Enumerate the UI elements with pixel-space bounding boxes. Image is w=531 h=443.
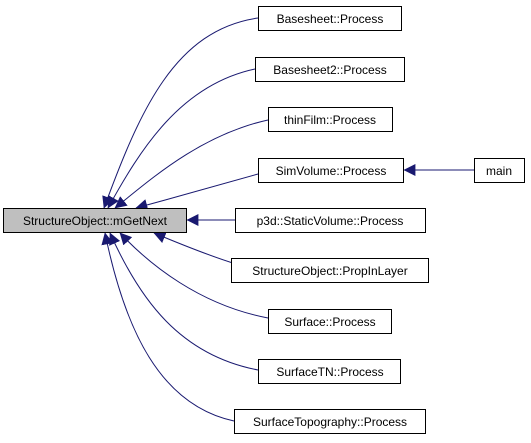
edge-surfacetopography-to-root — [101, 232, 235, 422]
node-main-label: main — [486, 164, 512, 178]
node-surfacetn[interactable]: SurfaceTN::Process — [258, 359, 401, 384]
node-surfacetopography[interactable]: SurfaceTopography::Process — [234, 409, 426, 434]
node-group: StructureObject::mGetNext Basesheet::Pro… — [3, 6, 525, 434]
node-main[interactable]: main — [474, 158, 525, 183]
node-thinfilm-label: thinFilm::Process — [284, 113, 376, 127]
node-basesheet-label: Basesheet::Process — [277, 12, 384, 26]
node-surfacetopography-label: SurfaceTopography::Process — [253, 415, 407, 429]
node-thinfilm[interactable]: thinFilm::Process — [268, 107, 393, 132]
node-propinlayer-label: StructureObject::PropInLayer — [252, 264, 407, 278]
node-root-label: StructureObject::mGetNext — [23, 214, 168, 228]
edge-basesheet-to-root — [102, 17, 259, 209]
edge-simvolume-to-root — [135, 173, 259, 211]
node-staticvolume-label: p3d::StaticVolume::Process — [257, 214, 404, 228]
node-staticvolume[interactable]: p3d::StaticVolume::Process — [235, 208, 426, 233]
node-basesheet2-label: Basesheet2::Process — [273, 63, 386, 77]
edge-surface-to-root — [119, 232, 269, 319]
node-basesheet2[interactable]: Basesheet2::Process — [255, 57, 405, 82]
edge-basesheet2-to-root — [107, 68, 256, 209]
node-root[interactable]: StructureObject::mGetNext — [3, 208, 187, 233]
node-surface-label: Surface::Process — [284, 315, 375, 329]
node-simvolume[interactable]: SimVolume::Process — [258, 158, 404, 183]
edge-group — [101, 17, 474, 422]
node-propinlayer[interactable]: StructureObject::PropInLayer — [231, 258, 429, 283]
edge-surfacetn-to-root — [109, 232, 259, 371]
node-surfacetn-label: SurfaceTN::Process — [276, 365, 383, 379]
node-basesheet[interactable]: Basesheet::Process — [258, 6, 402, 31]
edge-propinlayer-to-root — [153, 231, 237, 265]
node-simvolume-label: SimVolume::Process — [276, 164, 387, 178]
node-surface[interactable]: Surface::Process — [268, 309, 392, 334]
edge-thinfilm-to-root — [114, 119, 269, 209]
